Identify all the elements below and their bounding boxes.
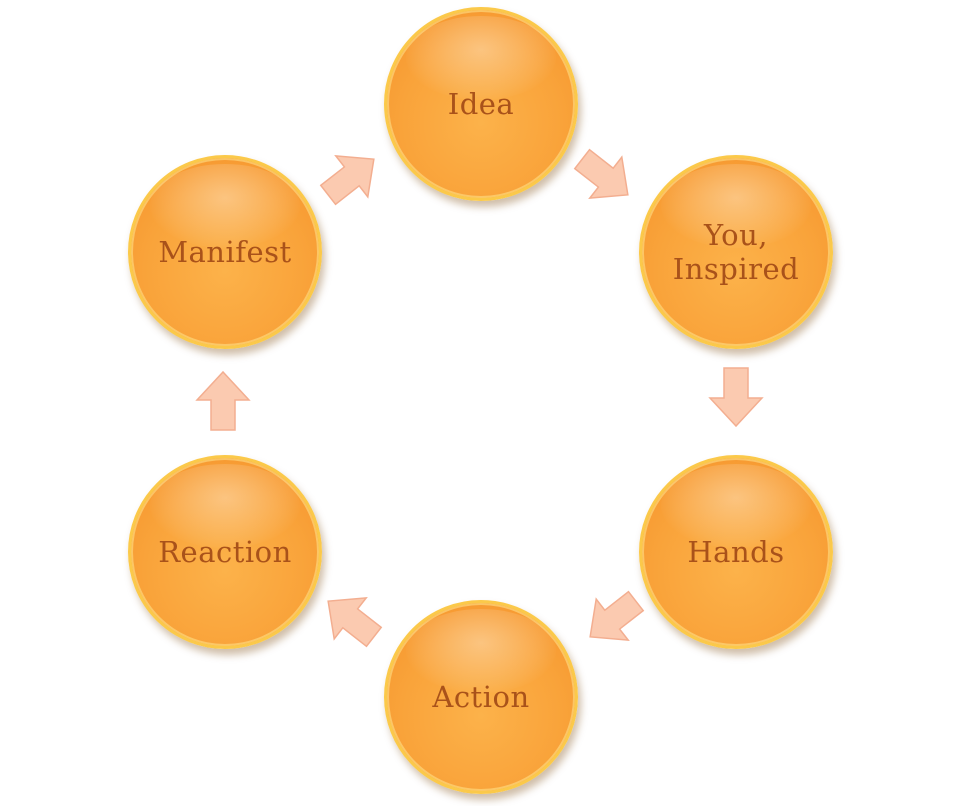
node-hands: Hands	[639, 455, 833, 649]
node-manifest-label: Manifest	[158, 235, 292, 269]
node-action-label: Action	[432, 680, 530, 714]
arrow-reaction-to-manifest-icon	[190, 370, 256, 431]
node-reaction: Reaction	[128, 455, 322, 649]
node-manifest: Manifest	[128, 155, 322, 349]
node-reaction-label: Reaction	[158, 535, 292, 569]
arrow-idea-to-inspired-icon	[572, 148, 638, 206]
node-you-inspired-label: You, Inspired	[672, 218, 800, 286]
arrow-hands-to-action-icon	[580, 590, 646, 648]
arrow-manifest-to-idea-icon	[318, 148, 384, 206]
node-you-inspired: You, Inspired	[639, 155, 833, 349]
node-idea: Idea	[384, 7, 578, 201]
node-action: Action	[384, 600, 578, 794]
node-idea-label: Idea	[447, 87, 515, 121]
arrow-action-to-reaction-icon	[318, 590, 384, 648]
arrow-inspired-to-hands-icon	[703, 367, 769, 428]
node-hands-label: Hands	[687, 535, 785, 569]
